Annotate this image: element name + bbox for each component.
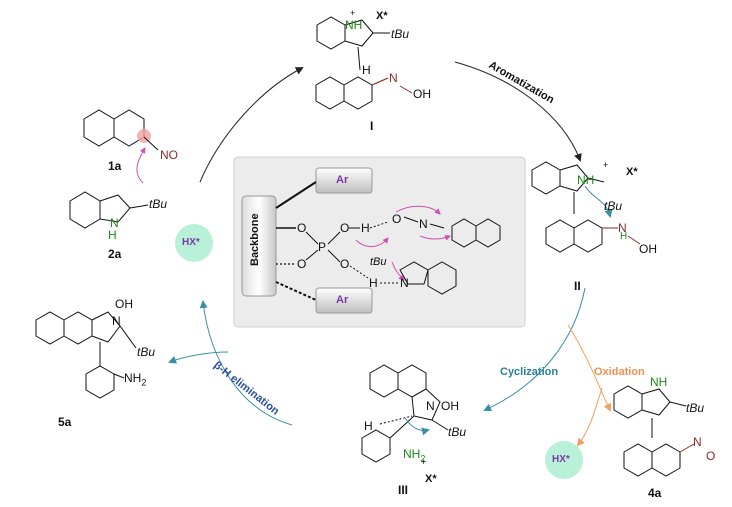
backbone-label: Backbone [249, 213, 261, 266]
tpc-tbu: tBu [370, 256, 387, 268]
tpc-o3: O [340, 221, 350, 235]
arrow-to-I [199, 67, 304, 183]
n-II: N [618, 221, 627, 235]
label-1a: 1a [108, 159, 122, 173]
label-4a: 4a [648, 486, 662, 500]
nh-I: NH [345, 18, 363, 32]
backbone-block [241, 195, 277, 297]
indole-n-2a: N [110, 216, 119, 230]
tpc-p: P [318, 240, 327, 254]
tbu-2a: tBu [149, 197, 168, 211]
step-cyclization: Cyclization [500, 366, 559, 378]
n-5a: N [112, 314, 121, 328]
oh-5a: OH [115, 297, 133, 311]
nh2-III: NH2 [403, 447, 426, 464]
oh-II: OH [639, 242, 657, 256]
indole-h-2a: H [108, 228, 117, 242]
label-2a: 2a [108, 247, 122, 261]
charge-I: + [350, 8, 356, 18]
tbu-4a: tBu [686, 401, 705, 415]
label-II: II [574, 279, 581, 293]
h-II: H [620, 231, 628, 242]
arrow-to-5a [168, 351, 229, 364]
anion-I: X* [376, 10, 388, 22]
step-oxidation: Oxidation [594, 366, 645, 378]
ar-bottom-block [315, 287, 373, 314]
hx-circle-left [175, 224, 213, 262]
tpc-n-ind: N [400, 276, 409, 290]
tpc-o4: O [340, 257, 350, 271]
nh-II: NH [577, 173, 595, 187]
arrow-cyclization [483, 287, 586, 412]
label-III: III [398, 483, 409, 497]
tpc-o-sub: O [392, 212, 402, 226]
arrow-elimination [199, 300, 293, 426]
tpc-o1: O [297, 221, 307, 235]
anion-III: X* [425, 473, 437, 485]
arrow-oxidation [567, 324, 611, 412]
tpc-n-sub: N [419, 217, 428, 231]
hx-circle-right [545, 441, 583, 479]
o-4a: O [706, 449, 716, 463]
n-4a: N [693, 435, 702, 449]
tpc-h2: H [369, 276, 378, 290]
h-I: H [362, 63, 371, 77]
ar-top-block [315, 167, 373, 194]
ar-bottom-label: Ar [336, 294, 349, 306]
tbu-I: tBu [391, 27, 410, 41]
label-I: I [370, 119, 374, 133]
tpc-panel [233, 156, 526, 328]
arrow-oxidation-branch [576, 387, 603, 447]
h-III: H [364, 419, 373, 433]
n-III: N [426, 399, 435, 413]
tpc-h1: H [361, 221, 370, 235]
tbu-II: tBu [604, 199, 623, 213]
n-I: N [389, 71, 398, 85]
hx-catalyst-right: HX* [552, 454, 570, 465]
charge-III: + [421, 457, 427, 467]
tbu-III: tBu [448, 425, 467, 439]
arrow-aromatization [454, 61, 582, 162]
label-5a: 5a [58, 415, 72, 429]
charge-II: + [603, 160, 609, 170]
tbu-5a: tBu [137, 345, 156, 359]
oh-III: OH [441, 399, 459, 413]
hx-catalyst-left: HX* [182, 237, 200, 248]
ar-top-label: Ar [336, 174, 349, 186]
oh-I: OH [413, 87, 431, 101]
tpc-o2: O [297, 257, 307, 271]
nitroso-group-1a: NO [160, 148, 178, 162]
nh-4a: NH [650, 375, 668, 389]
nh2-5a: NH2 [124, 371, 147, 388]
anion-II: X* [626, 166, 638, 178]
